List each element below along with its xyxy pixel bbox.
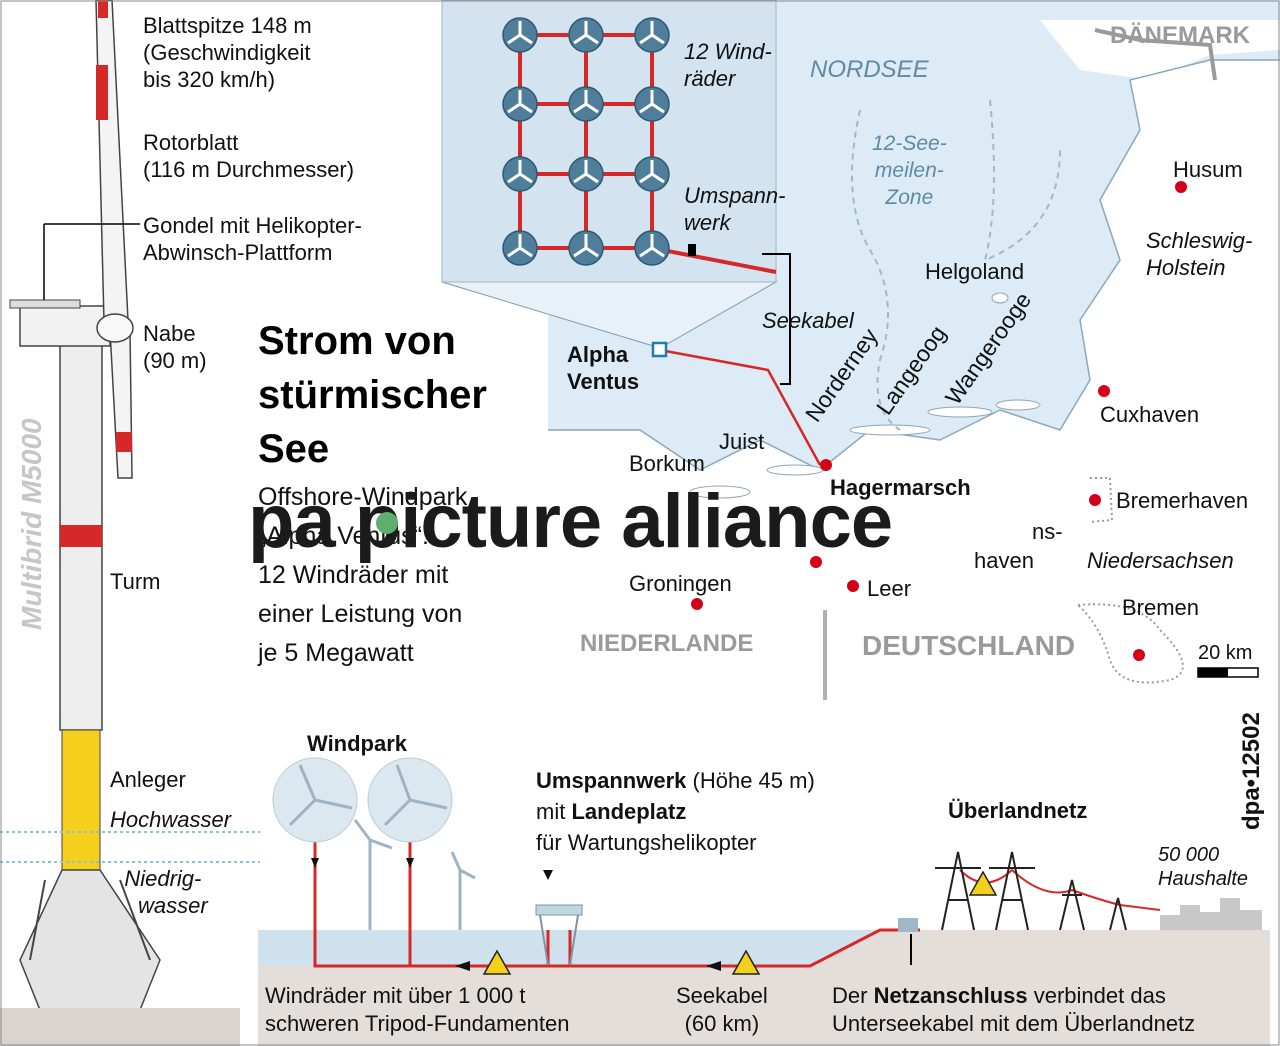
inset-turbine-icon — [502, 156, 538, 192]
inset-turbine-icon — [634, 230, 670, 266]
inset-turbine-icon — [502, 86, 538, 122]
hub-label: Nabe(90 m) — [143, 321, 207, 373]
credit-label: dpa•12502 — [1238, 712, 1265, 830]
city-wilhelmshaven-part: ns- — [1032, 519, 1063, 544]
grid-section-label: Überlandnetz — [948, 798, 1088, 823]
island-helgoland: Helgoland — [925, 259, 1025, 284]
scale-label: 20 km — [1198, 642, 1253, 664]
inset-turbine-icon — [502, 17, 538, 53]
alpha-ventus-marker — [651, 341, 668, 358]
city-groningen: Groningen — [629, 571, 732, 596]
inset-turbine-icon — [568, 230, 604, 266]
inset-turbines-label: 12 Wind-räder — [684, 39, 772, 91]
inset-turbine-icon — [568, 17, 604, 53]
grid-connection-label: Der Netzanschluss verbindet das Untersee… — [832, 983, 1196, 1036]
inset-turbine-icon — [634, 156, 670, 192]
denmark-land — [1040, 20, 1280, 80]
substation-section-label: Umspannwerk (Höhe 45 m) mit Landeplatz f… — [536, 768, 815, 855]
region-schleswig-holstein: Schleswig-Holstein — [1146, 228, 1253, 280]
city-wilhelmshaven-end: haven — [974, 548, 1034, 573]
landing-label: Anleger — [110, 767, 186, 792]
rotor-blade-label: Rotorblatt(116 m Durchmesser) — [143, 130, 355, 182]
watermark: pa picture alliance — [248, 479, 893, 564]
large-turbine-graphic — [0, 0, 260, 1046]
nacelle-label: Gondel mit Helikopter-Abwinsch-Plattform — [143, 213, 362, 265]
island-borkum: Borkum — [629, 451, 705, 476]
region-niedersachsen: Niedersachsen — [1087, 548, 1234, 573]
inset-cable-label: Seekabel — [762, 308, 854, 333]
city-hagermarsch: Hagermarsch — [830, 475, 971, 500]
city-cuxhaven: Cuxhaven — [1100, 402, 1200, 427]
inset-turbine-icon — [634, 17, 670, 53]
low-water-label: Niedrig-wasser — [124, 866, 208, 918]
inset-turbine-icon — [568, 86, 604, 122]
inset-turbine-icon — [634, 86, 670, 122]
island-juist: Juist — [719, 429, 765, 454]
city-leer: Leer — [867, 576, 912, 601]
zone-label: 12-See-meilen-Zone — [872, 132, 947, 209]
warning-signs — [482, 870, 998, 975]
cross-section-graphic — [258, 757, 1270, 1046]
city-bremen: Bremen — [1122, 595, 1200, 620]
inset-box — [442, 0, 776, 282]
country-germany: DEUTSCHLAND — [862, 630, 1076, 661]
windpark-section-label: Windpark — [307, 731, 408, 756]
turbine-model-label: Multibrid M5000 — [16, 418, 47, 630]
city-bremerhaven: Bremerhaven — [1116, 488, 1249, 513]
tower-label: Turm — [110, 569, 161, 594]
city-husum: Husum — [1173, 157, 1243, 182]
inset-turbine-icon — [502, 230, 538, 266]
sea-label: NORDSEE — [810, 56, 929, 83]
sea-cable-label: Seekabel(60 km) — [676, 983, 768, 1036]
country-netherlands: NIEDERLANDE — [580, 630, 754, 657]
high-water-label: Hochwasser — [110, 807, 232, 832]
watermark-dot — [376, 512, 398, 534]
mainland — [548, 60, 1280, 700]
city-dots — [691, 181, 1187, 661]
inset-turbine-icon — [568, 156, 604, 192]
inset-turbine-grid — [502, 17, 670, 266]
inset-substation-label: Umspann-werk — [684, 183, 786, 235]
country-denmark: DÄNEMARK — [1110, 22, 1250, 49]
subtitle: Offshore-Windpark„Alpha Ventus“:12 Windr… — [258, 483, 468, 667]
